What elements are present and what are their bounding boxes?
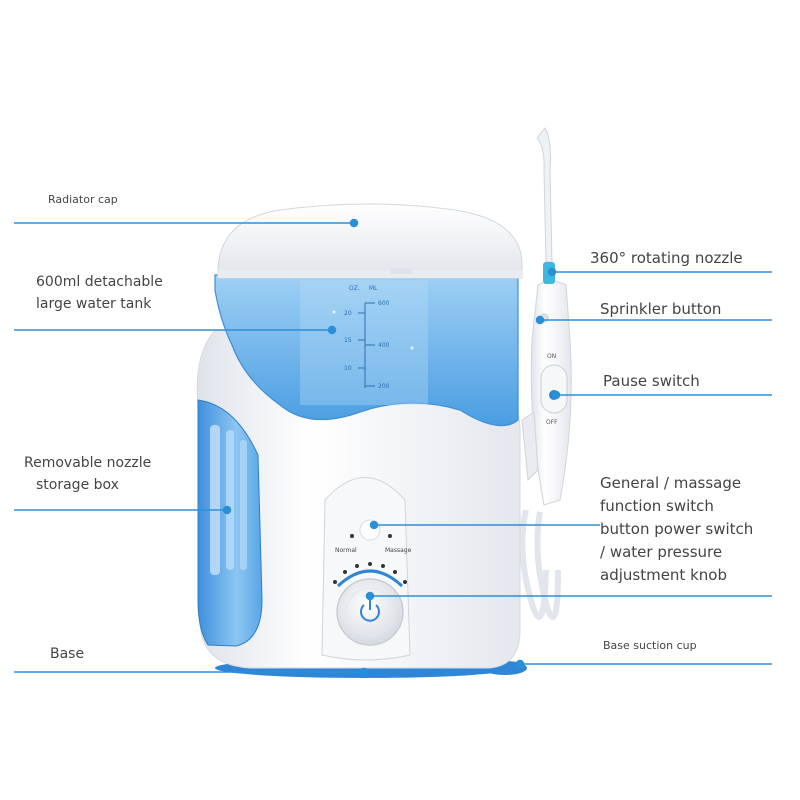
nozzle-storage-box xyxy=(197,399,263,647)
measuring-scale: OZ. ML 20 15 10 600 400 200 xyxy=(344,285,390,390)
water-tank: OZ. ML 20 15 10 600 400 200 xyxy=(214,274,519,427)
label-function-line3: button power switch xyxy=(600,520,754,538)
oz-mark: 10 xyxy=(344,365,352,372)
ml-mark: 200 xyxy=(378,383,390,390)
label-water-tank-line1: 600ml detachable xyxy=(36,274,163,290)
mode-label-massage: Massage xyxy=(385,547,412,554)
ml-mark: 400 xyxy=(378,342,390,349)
label-rotating-nozzle: 360° rotating nozzle xyxy=(590,249,743,267)
handle-on-label: ON xyxy=(547,353,556,360)
water-pressure-knob[interactable] xyxy=(336,578,404,646)
hose-coils xyxy=(519,509,561,620)
label-nozzle-box-line1: Removable nozzle xyxy=(24,455,152,471)
label-pause-switch: Pause switch xyxy=(603,372,700,390)
power-icon xyxy=(360,600,380,622)
label-radiator-cap: Radiator cap xyxy=(48,193,118,206)
oz-mark: 15 xyxy=(344,337,352,344)
label-nozzle-box-line2: storage box xyxy=(36,477,119,493)
pressure-arc xyxy=(336,569,404,588)
handle-off-label: OFF xyxy=(546,419,558,426)
ml-mark: 600 xyxy=(378,300,390,307)
label-function-line1: General / massage xyxy=(600,474,742,492)
label-function-line2: function switch xyxy=(600,497,714,515)
scale-unit-ml: ML xyxy=(369,285,378,292)
scale-unit-oz: OZ. xyxy=(349,285,360,292)
label-function-line5: adjustment knob xyxy=(600,566,727,584)
label-sprinkler-button: Sprinkler button xyxy=(600,300,722,318)
leader-lines xyxy=(14,218,772,677)
rotating-nozzle xyxy=(536,127,555,284)
mode-label-normal: Normal xyxy=(335,547,357,554)
oz-mark: 20 xyxy=(344,310,352,317)
pause-switch[interactable] xyxy=(540,364,568,414)
label-base-suction-cup: Base suction cup xyxy=(603,639,697,652)
radiator-cap xyxy=(217,203,523,279)
label-water-tank-line2: large water tank xyxy=(36,296,152,312)
pressure-indicator-dots xyxy=(333,562,407,584)
label-function-line4: / water pressure xyxy=(600,543,723,561)
mode-indicator-massage xyxy=(388,534,392,538)
label-base: Base xyxy=(50,646,85,662)
mode-indicator-normal xyxy=(350,534,354,538)
